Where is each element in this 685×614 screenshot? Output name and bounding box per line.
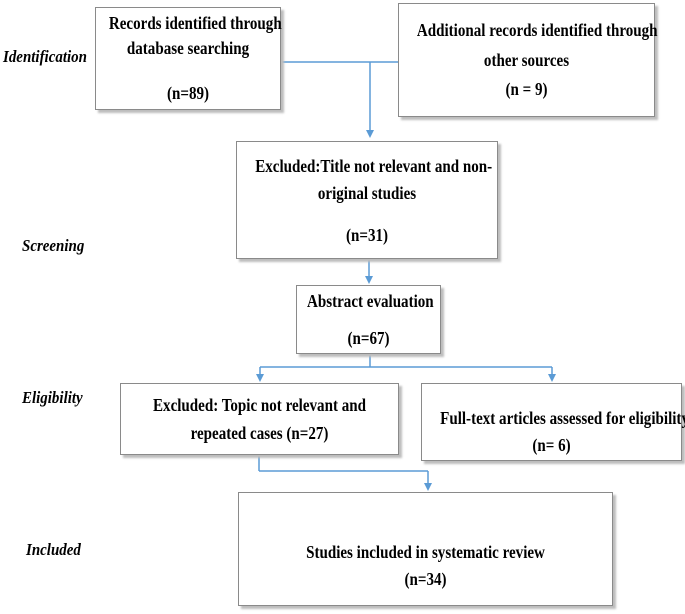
- title-excluded-line2: original studies: [317, 183, 417, 203]
- stage-label-included: Included: [26, 540, 81, 559]
- full-text-assessed-label: Full-text articles assessed for eligibil…: [440, 408, 685, 428]
- topic-excluded-line1: Excluded: Topic not relevant and: [153, 395, 366, 415]
- abstract-evaluation-label: Abstract evaluation: [307, 291, 434, 311]
- full-text-assessed-count: (n= 6): [532, 435, 571, 455]
- other-sources-box: Additional records identified through ot…: [398, 3, 658, 117]
- database-records-count: (n=89): [166, 83, 210, 103]
- studies-included-count: (n=34): [404, 569, 447, 589]
- other-sources-count: (n = 9): [505, 79, 548, 99]
- studies-included-box: Studies included in systematic review (n…: [238, 492, 613, 606]
- abstract-evaluation-count: (n=67): [347, 328, 390, 348]
- title-excluded-count: (n=31): [345, 225, 389, 245]
- topic-excluded-line2: repeated cases (n=27): [190, 423, 329, 443]
- title-excluded-line1: Excluded:Title not relevant and non-: [255, 156, 493, 176]
- abstract-evaluation-box: Abstract evaluation (n=67): [296, 285, 441, 354]
- studies-included-label: Studies included in systematic review: [306, 542, 545, 562]
- topic-excluded-box: Excluded: Topic not relevant and repeate…: [120, 383, 399, 455]
- database-records-box: Records identified through database sear…: [95, 7, 282, 110]
- stage-label-identification: Identification: [3, 47, 87, 66]
- title-excluded-box: Excluded:Title not relevant and non- ori…: [236, 141, 498, 259]
- database-records-line1: Records identified through: [108, 13, 282, 33]
- stage-label-screening: Screening: [22, 236, 85, 255]
- stage-label-eligibility: Eligibility: [22, 388, 83, 407]
- other-sources-line2: other sources: [483, 50, 570, 70]
- database-records-line2: database searching: [126, 38, 250, 58]
- other-sources-line1: Additional records identified through: [416, 20, 658, 40]
- full-text-assessed-box: Full-text articles assessed for eligibil…: [421, 383, 685, 461]
